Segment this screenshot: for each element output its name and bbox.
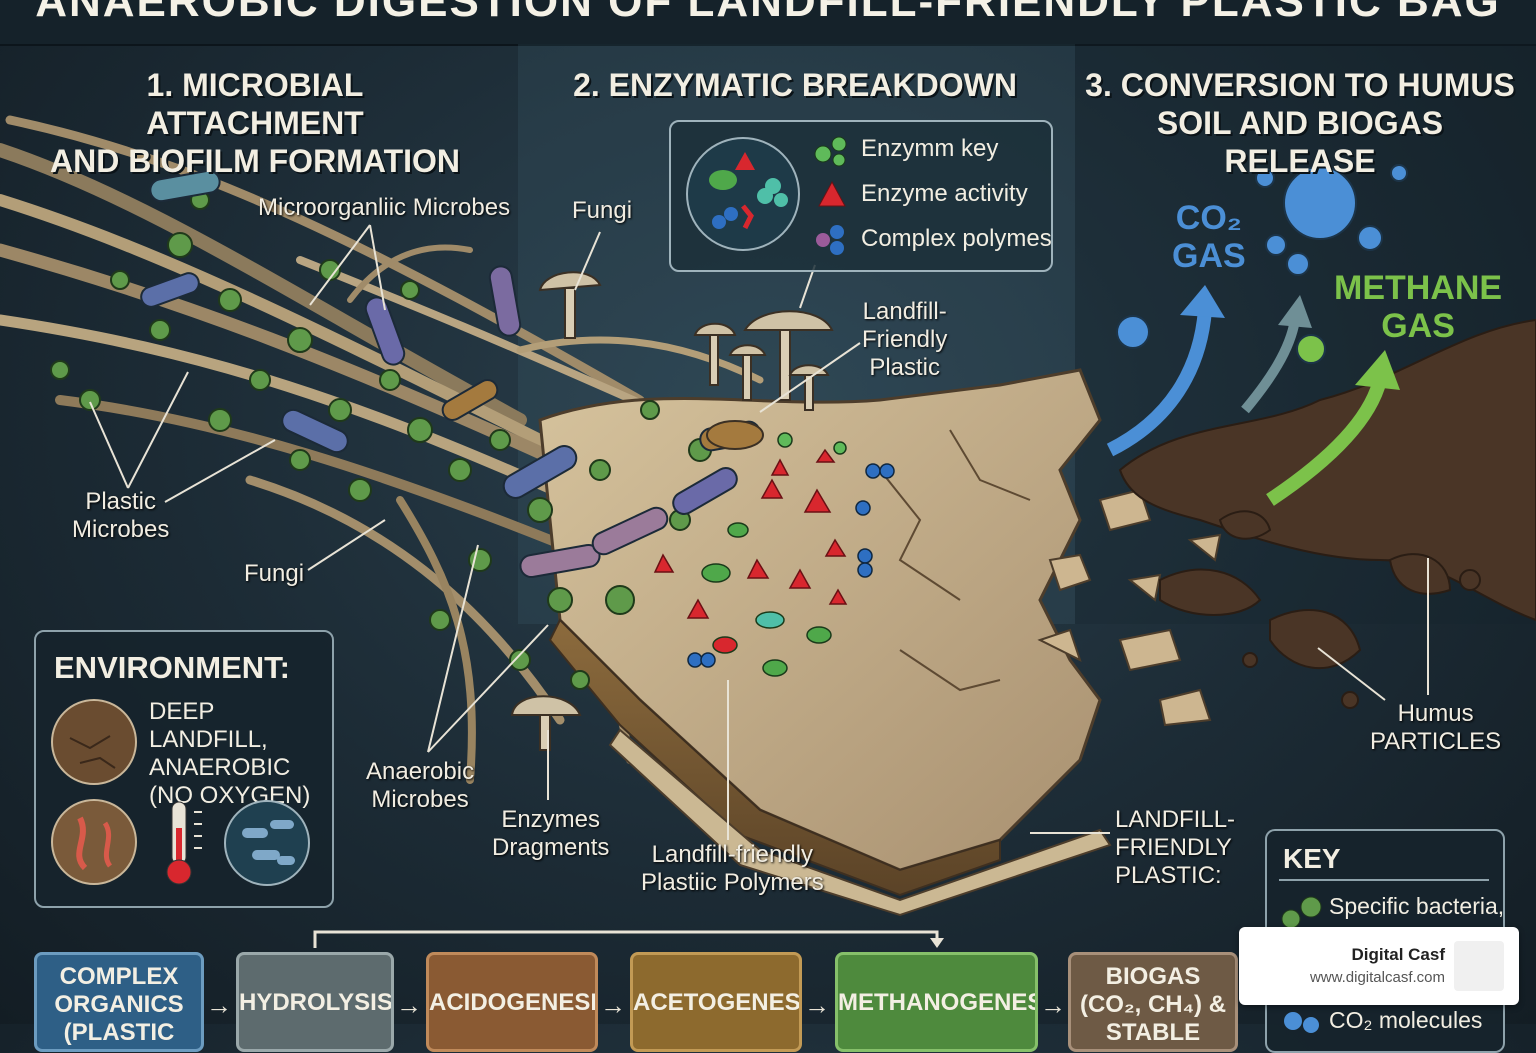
section-2-title: 2. ENZYMATIC BREAKDOWN [573, 67, 1017, 103]
plastic-layer [548, 618, 1001, 897]
flow-step-acidogenesis: ACIDOGENESIS [426, 952, 598, 1052]
label-fungi-top: Fungi [572, 197, 633, 224]
microbe-cell-icon [222, 798, 312, 893]
page-title: ANAEROBIC DIGESTION OF LANDFILL-FRIENDLY… [35, 0, 1501, 26]
plastic-bottom-sheet [608, 728, 1112, 917]
flow-step-acetogenesis: ACETOGENESIS [630, 952, 802, 1052]
key-item-bacteria: Specific bacteria, [1329, 893, 1505, 919]
flow-step-complex-organics: COMPLEX ORGANICS (PLASTIC BAG) [34, 952, 204, 1052]
label-humus-particles: Humus PARTICLES [1370, 700, 1502, 755]
green-dots-icon [813, 134, 849, 173]
thermometer-icon [158, 798, 208, 893]
fungi-mushrooms [510, 271, 834, 751]
label-plastic-polymers: Landfill-friendly Plastiic Polymers [641, 841, 824, 896]
label-enzymes-fragments: Enzymes Dragments [492, 806, 610, 861]
legend-item-enzyme-activity: Enzyme activity [861, 180, 1028, 207]
flow-arrow-1: → [206, 990, 232, 1020]
polymer-dots-icon [813, 222, 849, 263]
environment-title: ENVIRONMENT: [54, 650, 290, 685]
enzyme-magnifier-icon [686, 137, 800, 251]
label-anaerobic-microbes: Anaerobic Microbes [366, 758, 475, 813]
flow-arrow-3: → [600, 990, 626, 1020]
gas-bubbles [1116, 164, 1408, 364]
label-landfill-friendly-plastic: Landfill- Friendly Plastic [862, 298, 948, 381]
label-microorganic-microbes: Microorganliic Microbes [258, 194, 511, 221]
plastic-cracks [879, 429, 1031, 692]
watermark-badge[interactable]: Digital Casf www.digitalcasf.com [1239, 927, 1519, 1005]
humus-soil [1118, 318, 1536, 709]
flow-step-hydrolysis: HYDROLYSIS [236, 952, 394, 1052]
label-methane-gas: METHANE GAS [1334, 269, 1503, 345]
key-item-co2: CO₂ molecules [1329, 1007, 1483, 1033]
red-triangle-icon [817, 180, 847, 213]
enzyme-legend-panel: Enzymm key Enzyme activity Complex polym… [669, 120, 1053, 272]
enzyme-triangles [653, 448, 848, 619]
label-co2-gas: CO₂ GAS [1172, 199, 1246, 275]
environment-panel: ENVIRONMENT: DEEP LANDFILL, ANAEROBIC (N… [34, 630, 334, 908]
plastic-sheet [538, 368, 1102, 872]
enzyme-fragments [701, 432, 847, 677]
microbe-cocci [50, 190, 712, 690]
label-landfill-plastic-caps: LANDFILL- FRIENDLY PLASTIC: [1115, 806, 1236, 889]
polymer-molecules [687, 463, 895, 668]
flow-arrow-4: → [804, 990, 830, 1020]
label-fungi-left: Fungi [244, 560, 305, 587]
section-1-title: 1. MICROBIAL ATTACHMENT AND BIOFILM FORM… [49, 67, 460, 179]
flow-arrow-2: → [396, 990, 422, 1020]
worm-icon [50, 798, 138, 891]
watermark-name: Digital Casf [1351, 945, 1445, 964]
soil-icon [50, 698, 138, 791]
section-3-title: 3. CONVERSION TO HUMUS SOIL AND BIOGAS R… [1085, 67, 1515, 179]
leader-lines [89, 224, 1429, 840]
flow-step-biogas-humus: BIOGAS (CO₂, CH₄) & STABLE HUMUS [1068, 952, 1238, 1052]
legend-item-complex-polymers: Complex polymes [861, 225, 1052, 252]
title-bar: ANAEROBIC DIGESTION OF LANDFILL-FRIENDLY… [0, 0, 1536, 46]
label-plastic-microbes: Plastic Microbes [72, 488, 170, 543]
flow-arrow-5: → [1040, 990, 1066, 1020]
gas-arrows [1106, 285, 1400, 506]
key-title: KEY [1283, 843, 1341, 874]
digestion-illustration [0, 115, 1536, 948]
watermark-logo-icon [1454, 941, 1504, 991]
flow-step-methanogenesis: METHANOGENESIS [835, 952, 1038, 1052]
flow-connector [313, 930, 939, 948]
environment-description: DEEP LANDFILL, ANAEROBIC (NO OXYGEN) [149, 698, 311, 809]
legend-item-enzyme-key: Enzymm key [861, 135, 999, 162]
key-divider [1279, 879, 1489, 881]
bacteria-icon [1277, 893, 1325, 934]
plastic-fragments [1037, 488, 1222, 727]
watermark-url: www.digitalcasf.com [1309, 969, 1445, 986]
